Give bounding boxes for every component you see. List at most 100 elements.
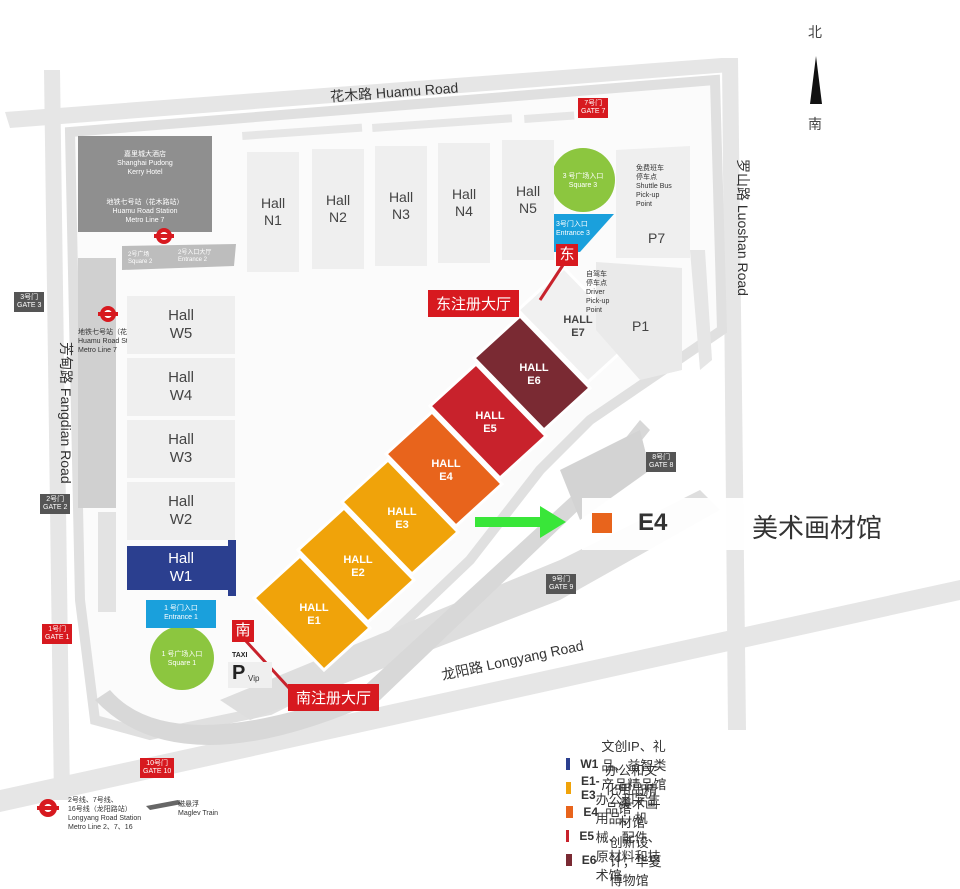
hall-e2-shape (295, 505, 417, 625)
hall-label-line2: N4 (455, 203, 473, 219)
hall-e1-shape (251, 553, 373, 673)
legend-swatch (566, 782, 571, 794)
hall-label-line2: N1 (264, 212, 282, 228)
hall-e3-shape (339, 457, 461, 577)
callout-code: E4 (638, 509, 668, 536)
hall-e4-shape (383, 409, 505, 529)
luoshan-road (722, 58, 746, 730)
hall-label-line2: E7 (571, 327, 585, 339)
south-reg-label: 南注册大厅 (288, 684, 380, 711)
metro-logo-top (154, 228, 174, 244)
hall-w1-tab (228, 540, 236, 596)
parking-p1: P1 (632, 318, 650, 334)
west-side-strip-2 (98, 512, 116, 612)
legend-code: W1 (580, 757, 599, 771)
longyang-road (0, 580, 960, 812)
huamu-road (5, 58, 730, 128)
hall-label-line1: Hall (168, 493, 194, 510)
hall-label-line1: HALL (563, 314, 593, 326)
hall-label-line2: E6 (527, 375, 541, 387)
hall-e6-shape (471, 313, 593, 433)
vip-parking-vip: Vip (248, 674, 260, 683)
south-reg-char: 南 (232, 620, 254, 642)
callout-name: 美术画材馆 (752, 513, 883, 543)
entrance-1-shape (146, 600, 216, 628)
legend-desc: 办公和文化用品精品馆 (605, 762, 658, 816)
hall-label-line1: Hall (388, 189, 414, 205)
hall-label-line2: N3 (392, 206, 410, 222)
hall-label-line1: Hall (168, 431, 194, 448)
fangdian-road-label: 芳甸路 Fangdian Road (58, 342, 74, 484)
callout-swatch (592, 513, 612, 533)
vip-parking (228, 662, 272, 688)
legend-code: E6 (581, 853, 597, 867)
hall-label-line1: HALL (519, 362, 549, 374)
hall-label-line1: HALL (431, 458, 461, 470)
hall-label-line2: N5 (519, 200, 537, 216)
north-strip-1 (242, 123, 363, 140)
ramp-se (560, 430, 650, 520)
metro-logo-longyang (37, 799, 59, 817)
hall-label-line1: Hall (168, 307, 194, 324)
legend-swatch (566, 854, 572, 866)
hall-e5-shape (427, 361, 549, 481)
metro-logo-left (98, 306, 118, 322)
compass-arrow (810, 56, 822, 104)
hall-label-line2: E3 (395, 519, 409, 531)
hall-label-line1: Hall (451, 186, 477, 202)
hall-label-line2: W5 (169, 325, 193, 342)
hall-label-line1: Hall (260, 195, 286, 211)
callout-bg (582, 498, 942, 550)
legend-desc: 创新设计；华夏博物馆 (609, 834, 662, 888)
parking-p7: P7 (648, 230, 666, 246)
legend-desc: 文创IP、礼品、益智类产品精品馆 (601, 738, 667, 792)
compass-north: 北 (808, 24, 822, 40)
legend-code: E1-E3 (580, 774, 600, 802)
square-3-circle (551, 148, 615, 212)
curved-road (95, 420, 650, 745)
taxi-label: TAXI (232, 652, 248, 659)
entrance-2-banner (122, 244, 236, 270)
legend-row: E6 创新设计；华夏博物馆 (566, 835, 672, 888)
hall-label-line1: Hall (168, 550, 194, 567)
kerry-hotel-block (78, 136, 212, 232)
hall-label-line1: Hall (325, 192, 351, 208)
hall-w1-shape (127, 546, 235, 590)
hall-label-line2: N2 (329, 209, 347, 225)
east-halls-group (251, 265, 637, 673)
hall-label-line1: HALL (387, 506, 417, 518)
hall-label-line2: W4 (169, 387, 193, 404)
north-strip-3 (524, 111, 575, 123)
hall-label-line1: HALL (343, 554, 373, 566)
p1-area (596, 262, 682, 380)
hall-label-line1: Hall (168, 369, 194, 386)
p7-area (616, 146, 690, 258)
